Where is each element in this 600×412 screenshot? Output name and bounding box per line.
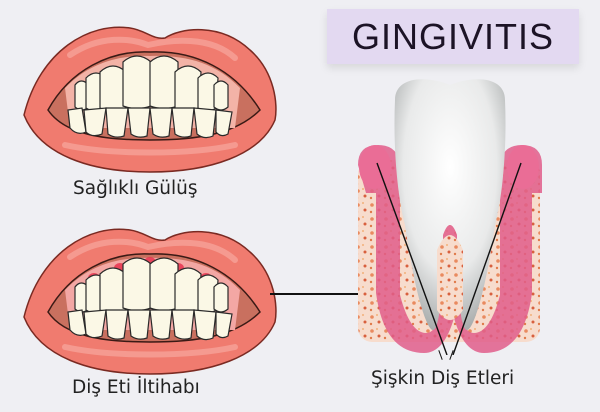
swollen-gums-label: Şişkin Diş Etleri bbox=[371, 368, 515, 389]
healthy-mouth-illustration bbox=[20, 10, 280, 175]
inflamed-gums-mouth-illustration bbox=[20, 212, 280, 377]
healthy-smile-label: Sağlıklı Gülüş bbox=[73, 178, 198, 199]
connector-line bbox=[270, 293, 362, 295]
tooth-cross-section-illustration bbox=[355, 75, 545, 355]
diagram-title: GINGIVITIS bbox=[351, 15, 555, 57]
gum-inflammation-label: Diş Eti İltihabı bbox=[72, 377, 200, 398]
title-box: GINGIVITIS bbox=[327, 9, 579, 64]
